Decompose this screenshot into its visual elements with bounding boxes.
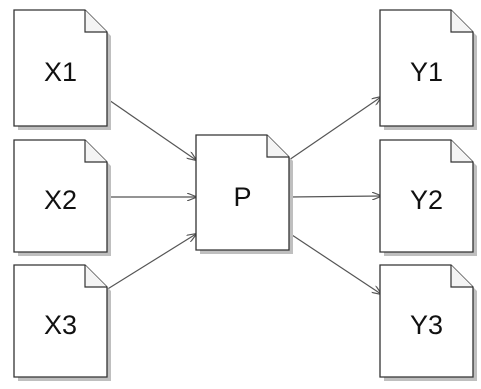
document-y1 [379, 9, 477, 130]
document-fold-corner [266, 135, 289, 158]
document-shape [13, 9, 108, 127]
document-shape [379, 139, 474, 253]
document-fold-corner [450, 265, 473, 288]
document-p [195, 134, 293, 254]
document-shape [195, 134, 290, 251]
document-fold-corner [84, 265, 107, 288]
document-shape [379, 9, 474, 127]
document-y2 [379, 139, 477, 256]
documents-layer [13, 9, 477, 381]
document-fold-corner [450, 10, 473, 33]
document-x1 [13, 9, 111, 130]
arrow-p-to-y3 [288, 232, 381, 294]
document-shape [379, 264, 474, 378]
document-fold-corner [450, 140, 473, 163]
document-shape [13, 139, 108, 253]
document-shape [13, 264, 108, 378]
arrow-p-to-y2 [288, 196, 381, 197]
document-x3 [13, 264, 111, 381]
arrow-p-to-y1 [288, 97, 381, 161]
arrow-x3-to-p [105, 234, 196, 291]
arrow-x1-to-p [105, 97, 196, 160]
document-fold-corner [84, 140, 107, 163]
document-fold-corner [84, 10, 107, 33]
document-x2 [13, 139, 111, 256]
edges-layer [105, 97, 381, 294]
document-y3 [379, 264, 477, 381]
